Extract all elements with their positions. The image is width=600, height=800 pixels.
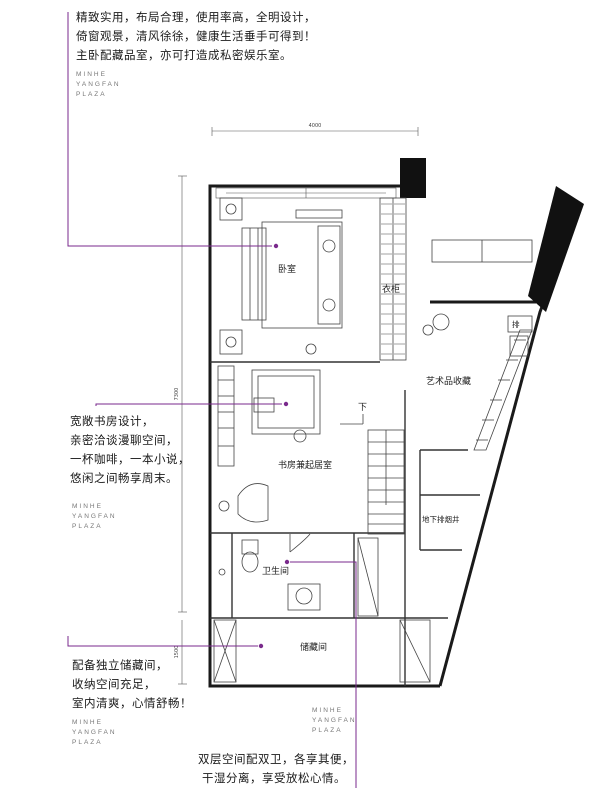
brand-line-3: PLAZA bbox=[72, 739, 103, 746]
room-label-wardrobe: 衣柜 bbox=[382, 283, 400, 295]
brand-line-1: MINHE bbox=[312, 707, 343, 714]
brand-mark-4: MINHE YANGFAN PLAZA bbox=[312, 706, 357, 736]
bedroom-note-line-3: 主卧配藏品室，亦可打造成私密娱乐室。 bbox=[76, 48, 292, 62]
room-label-art-storage: 艺术品收藏 bbox=[426, 375, 471, 387]
study-note: 宽敞书房设计， 亲密洽谈漫聊空间， 一杯咖啡，一本小说， 悠闲之间畅享周末。 bbox=[70, 412, 190, 488]
dimension-lines bbox=[178, 127, 419, 685]
room-label-bedroom: 卧室 bbox=[278, 263, 296, 275]
brand-line-1: MINHE bbox=[72, 719, 103, 726]
dimension-left-bottom: 1500 bbox=[174, 646, 180, 659]
wardrobe-hangers bbox=[381, 203, 405, 355]
stair-down-label: 下 bbox=[358, 403, 367, 413]
brand-mark-1: MINHE YANGFAN PLAZA bbox=[76, 70, 121, 100]
storage-note-line-2: 收纳空间充足， bbox=[72, 677, 156, 691]
art-display-shelf bbox=[422, 239, 533, 336]
callout-lines bbox=[67, 12, 357, 788]
bath-note-line-2: 干湿分离，享受放松心情。 bbox=[202, 771, 346, 785]
brand-line-1: MINHE bbox=[76, 71, 107, 78]
top-window-band bbox=[215, 187, 397, 199]
wall-pillar-top bbox=[400, 158, 426, 198]
room-label-bathroom: 卫生间 bbox=[262, 565, 289, 577]
brand-mark-3: MINHE YANGFAN PLAZA bbox=[72, 718, 117, 748]
brand-line-2: YANGFAN bbox=[72, 513, 117, 520]
callout-dots bbox=[258, 243, 290, 649]
bath-note: 双层空间配双卫，各享其便， 干湿分离，享受放松心情。 bbox=[198, 750, 354, 788]
bedroom-note-line-2: 倚窗观景，清风徐徐，健康生活垂手可得到！ bbox=[76, 29, 316, 43]
storage-note: 配备独立储藏间， 收纳空间充足， 室内清爽，心情舒畅！ bbox=[72, 656, 192, 713]
storage-shelving bbox=[213, 537, 431, 683]
study-furniture bbox=[217, 365, 321, 523]
study-note-line-3: 一杯咖啡，一本小说， bbox=[70, 452, 190, 466]
room-label-exhaust-shaft: 地下排烟井 bbox=[422, 514, 460, 524]
bath-note-line-1: 双层空间配双卫，各享其便， bbox=[198, 752, 354, 766]
bathroom-fixtures bbox=[218, 533, 321, 611]
staircase bbox=[340, 414, 405, 535]
brand-mark-2: MINHE YANGFAN PLAZA bbox=[72, 502, 117, 532]
bed bbox=[219, 197, 343, 355]
brand-line-1: MINHE bbox=[72, 503, 103, 510]
diagonal-shelf bbox=[473, 315, 533, 451]
brand-line-3: PLAZA bbox=[72, 523, 103, 530]
wall-pillar-right bbox=[528, 186, 584, 312]
dimension-top: 4000 bbox=[309, 123, 322, 129]
storage-note-line-1: 配备独立储藏间， bbox=[72, 658, 168, 672]
room-label-pipe: 排 bbox=[512, 319, 520, 329]
interior-walls bbox=[210, 361, 480, 686]
bedroom-note-line-1: 精致实用，布局合理，使用率高，全明设计， bbox=[76, 10, 316, 24]
dimension-left: 7300 bbox=[174, 388, 180, 401]
room-label-storage: 储藏间 bbox=[300, 641, 327, 653]
brand-line-2: YANGFAN bbox=[72, 729, 117, 736]
brand-line-2: YANGFAN bbox=[76, 81, 121, 88]
study-note-line-1: 宽敞书房设计， bbox=[70, 414, 154, 428]
storage-note-line-3: 室内清爽，心情舒畅！ bbox=[72, 696, 192, 710]
brand-line-3: PLAZA bbox=[76, 91, 107, 98]
bedroom-note: 精致实用，布局合理，使用率高，全明设计， 倚窗观景，清风徐徐，健康生活垂手可得到… bbox=[76, 8, 316, 65]
room-label-study: 书房兼起居室 bbox=[278, 459, 332, 471]
wardrobe bbox=[379, 197, 407, 361]
brand-line-3: PLAZA bbox=[312, 727, 343, 734]
study-note-line-4: 悠闲之间畅享周末。 bbox=[70, 471, 178, 485]
brand-line-2: YANGFAN bbox=[312, 717, 357, 724]
study-note-line-2: 亲密洽谈漫聊空间， bbox=[70, 433, 178, 447]
